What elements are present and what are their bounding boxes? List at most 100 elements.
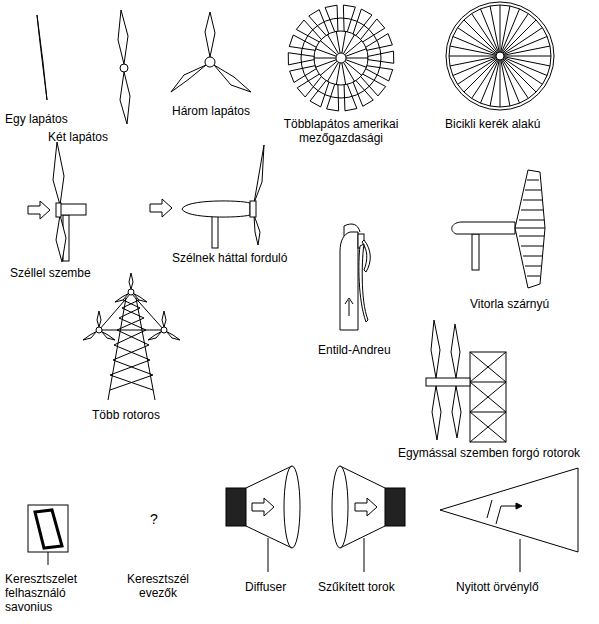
contra-rotating-turbine bbox=[470, 352, 506, 442]
diffuser-turbine bbox=[268, 538, 269, 572]
multi-blade-rotor bbox=[346, 49, 367, 57]
upwind-turbine bbox=[28, 201, 50, 219]
three-blade-rotor bbox=[171, 12, 251, 92]
sail-wing-turbine bbox=[515, 170, 545, 288]
savonius-rotor bbox=[48, 552, 49, 565]
downwind-turbine bbox=[150, 199, 172, 217]
diffuser-turbine bbox=[284, 466, 300, 548]
multi-blade-rotor bbox=[301, 18, 381, 98]
part-label: Keresztszél evezők bbox=[118, 572, 198, 600]
part-label: Egymással szemben forgó rotorok bbox=[398, 446, 580, 460]
multi-blade-rotor bbox=[290, 66, 317, 83]
bicycle-wheel-rotor bbox=[450, 46, 496, 55]
downwind-turbine bbox=[150, 145, 264, 248]
part-label: ? bbox=[150, 512, 158, 526]
part-label: Szűkített torok bbox=[318, 580, 395, 594]
multi-blade-rotor bbox=[288, 5, 393, 111]
downwind-turbine bbox=[254, 215, 260, 245]
bicycle-wheel-rotor bbox=[502, 14, 528, 53]
contra-rotating-turbine bbox=[452, 386, 461, 438]
contra-rotating-turbine bbox=[451, 324, 460, 378]
bicycle-wheel-rotor bbox=[446, 2, 554, 110]
two-blade-rotor bbox=[118, 10, 130, 124]
two-blade-rotor bbox=[118, 10, 128, 64]
multi-blade-rotor bbox=[316, 49, 337, 57]
contra-rotating-turbine bbox=[470, 382, 506, 383]
sail-wing-turbine bbox=[515, 228, 545, 229]
savonius-rotor bbox=[35, 510, 62, 548]
bicycle-wheel-rotor bbox=[453, 58, 496, 76]
part-label: Entild-Andreu bbox=[318, 343, 391, 357]
upwind-turbine bbox=[56, 215, 66, 262]
vortex-turbine bbox=[516, 503, 522, 509]
bicycle-wheel-rotor bbox=[504, 46, 550, 55]
part-label: Három lapátos bbox=[172, 104, 250, 118]
bicycle-wheel-rotor bbox=[490, 60, 499, 106]
multi-rotor-tower bbox=[83, 273, 180, 400]
vortex-turbine bbox=[520, 539, 521, 572]
multi-blade-rotor bbox=[314, 58, 336, 59]
one-blade-rotor bbox=[37, 15, 47, 100]
multi-rotor-tower bbox=[110, 300, 153, 390]
throat-turbine bbox=[332, 466, 348, 548]
hollow-tower-turbine bbox=[340, 224, 370, 330]
three-blade-rotor bbox=[205, 57, 215, 67]
part-label: Nyitott örvénylő bbox=[456, 580, 539, 594]
part-label: Egy lapátos bbox=[5, 112, 68, 126]
upwind-turbine bbox=[28, 142, 86, 262]
savonius-rotor bbox=[28, 505, 68, 552]
bicycle-wheel-rotor bbox=[458, 28, 497, 54]
part-label: Keresztszelet felhasználó savonius bbox=[5, 572, 91, 614]
diffuser-turbine bbox=[226, 488, 246, 526]
multi-blade-rotor bbox=[344, 62, 355, 81]
multi-blade-rotor bbox=[336, 31, 340, 53]
contra-rotating-turbine bbox=[426, 378, 470, 386]
part-label: Széllel szembe bbox=[10, 266, 91, 280]
part-label: Többlapátos amerikai mezőgazdasági bbox=[277, 117, 405, 145]
throat-turbine bbox=[332, 466, 405, 572]
part-label: Vitorla szárnyú bbox=[470, 297, 549, 311]
part-label: Két lapátos bbox=[48, 130, 108, 144]
diffuser-turbine bbox=[252, 498, 274, 516]
downwind-turbine bbox=[212, 216, 218, 248]
multi-blade-rotor bbox=[342, 63, 346, 85]
multi-blade-rotor bbox=[314, 31, 368, 85]
bicycle-wheel-rotor bbox=[501, 60, 510, 106]
multi-rotor-tower bbox=[83, 311, 115, 340]
downwind-turbine bbox=[182, 201, 250, 217]
bicycle-wheel-rotor bbox=[504, 56, 551, 57]
multi-blade-rotor bbox=[320, 61, 337, 75]
multi-rotor-tower bbox=[148, 311, 180, 340]
multi-rotor-tower bbox=[110, 300, 153, 390]
sail-wing-turbine bbox=[472, 234, 479, 270]
multi-blade-rotor bbox=[346, 58, 368, 59]
hollow-tower-turbine bbox=[359, 244, 368, 322]
multi-blade-rotor bbox=[345, 41, 362, 55]
bicycle-wheel-rotor bbox=[449, 5, 551, 107]
bicycle-wheel-rotor bbox=[449, 56, 496, 57]
multi-blade-rotor bbox=[336, 63, 340, 85]
multi-blade-rotor bbox=[336, 53, 346, 63]
part-label: Diffuser bbox=[245, 580, 286, 594]
one-blade-rotor bbox=[37, 15, 47, 100]
part-label: Bicikli kerék alakú bbox=[445, 117, 540, 131]
multi-blade-rotor bbox=[316, 60, 337, 68]
upwind-turbine bbox=[53, 142, 64, 205]
throat-turbine bbox=[385, 488, 405, 526]
downwind-turbine bbox=[254, 145, 264, 203]
three-blade-rotor bbox=[205, 12, 215, 57]
vortex-turbine bbox=[487, 500, 492, 518]
hollow-tower-turbine bbox=[345, 298, 353, 316]
bicycle-wheel-rotor bbox=[502, 60, 520, 103]
bicycle-wheel-rotor bbox=[490, 6, 499, 52]
two-blade-rotor bbox=[120, 64, 128, 72]
bicycle-wheel-rotor bbox=[496, 52, 504, 60]
multi-blade-rotor bbox=[366, 34, 393, 51]
sail-wing-turbine bbox=[452, 170, 545, 288]
sail-wing-turbine bbox=[452, 222, 515, 234]
bicycle-wheel-rotor bbox=[501, 6, 510, 52]
contra-rotating-turbine bbox=[426, 320, 506, 442]
contra-rotating-turbine bbox=[431, 320, 440, 378]
multi-rotor-tower bbox=[98, 330, 165, 331]
